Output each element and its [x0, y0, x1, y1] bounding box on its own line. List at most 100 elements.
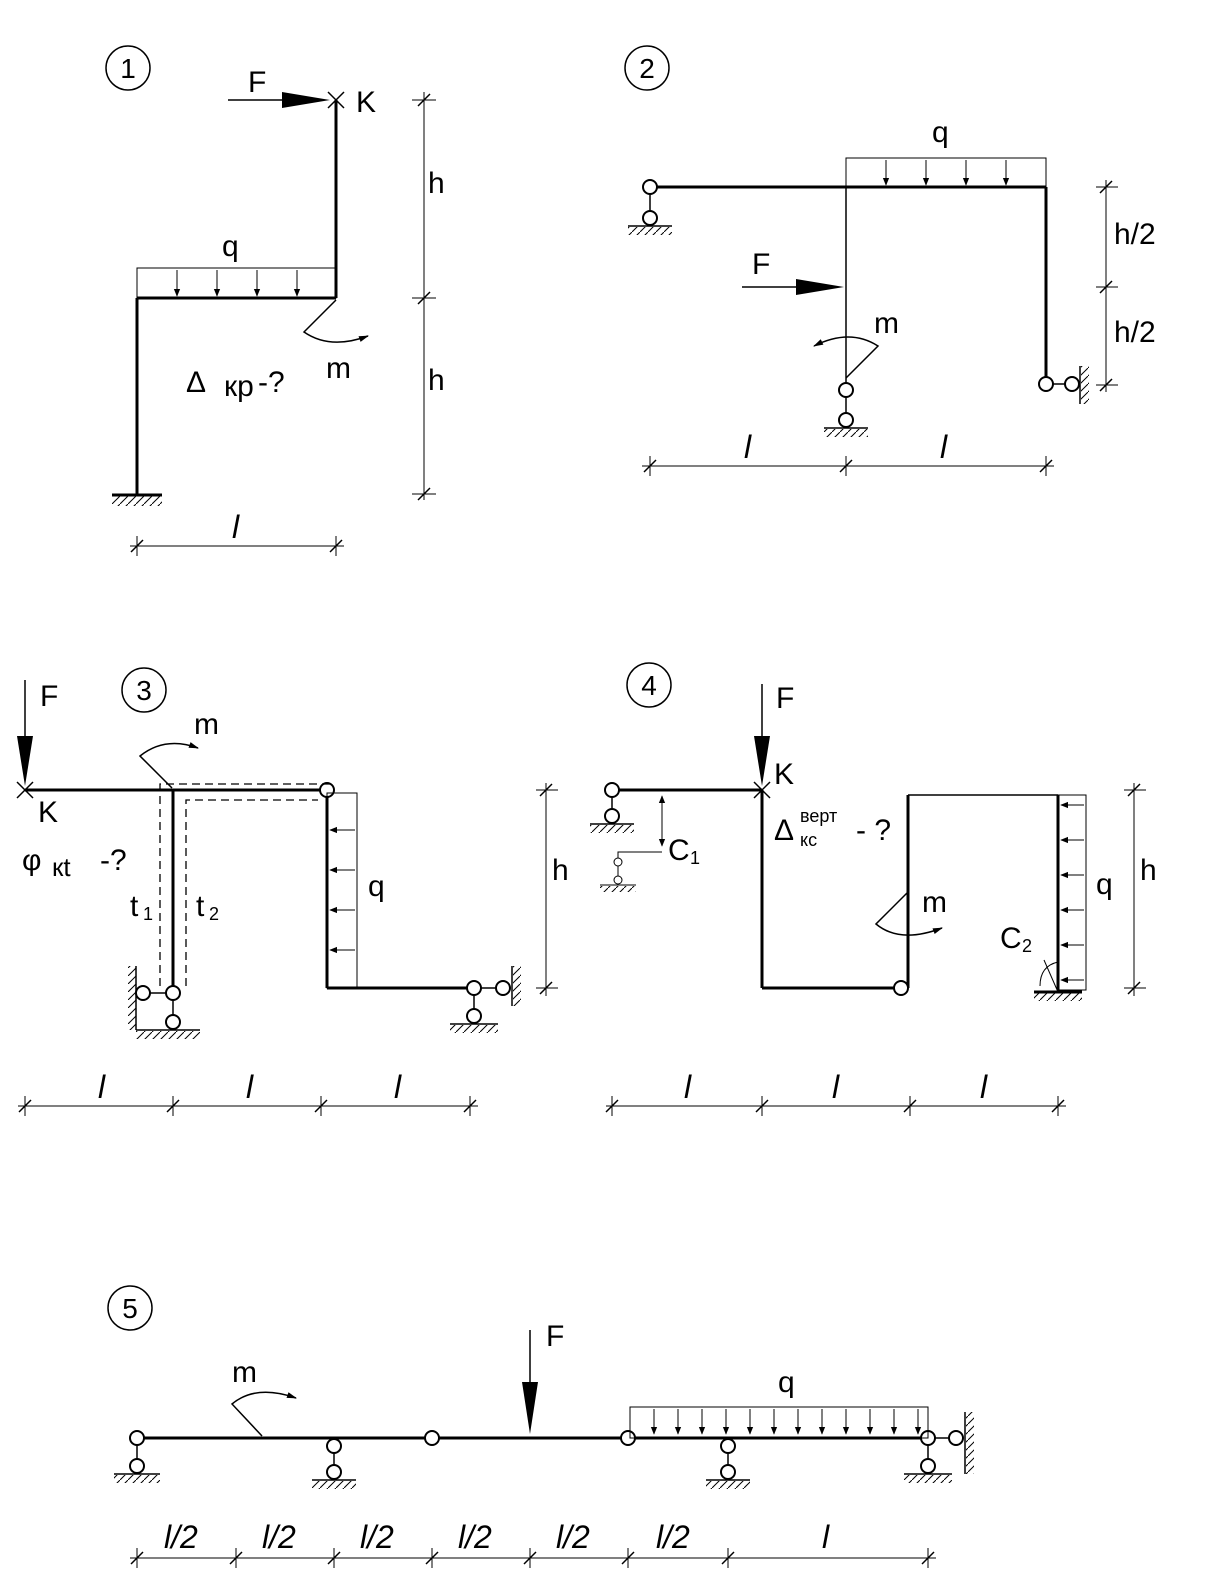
dim-l-3: l — [394, 1069, 402, 1105]
diagram-1: 1 K F — [105, 45, 445, 556]
dim-l-2: l — [832, 1069, 840, 1105]
point-k-label: K — [774, 758, 794, 791]
diagram-number-circle — [107, 1285, 153, 1331]
moment-m-arrow — [874, 891, 943, 936]
dimension-span — [130, 536, 344, 556]
question-superscript: верт — [800, 806, 837, 826]
force-f-arrow — [522, 1330, 538, 1434]
point-k-label: K — [38, 796, 58, 829]
question-tail: -? — [100, 844, 127, 877]
diagram-number: 4 — [641, 670, 657, 701]
dim-span-1: l/2 — [164, 1519, 198, 1555]
distributed-load-q — [136, 267, 337, 299]
force-f-label: F — [40, 680, 58, 713]
load-q-label: q — [368, 870, 385, 903]
temperature-line-inner — [185, 799, 318, 986]
question-tail: - ? — [856, 814, 891, 847]
temp-t2-sub: 2 — [209, 904, 219, 924]
dimension-spans — [605, 1096, 1066, 1116]
temp-t1-sub: 1 — [143, 904, 153, 924]
support-2 — [312, 1438, 356, 1489]
dim-h-half-top: h/2 — [1114, 218, 1156, 251]
dimension-height — [1124, 783, 1146, 996]
left-pin-support — [590, 782, 634, 833]
dim-l-1: l — [684, 1069, 692, 1105]
distributed-load-q — [326, 792, 358, 989]
support-3 — [706, 1438, 750, 1489]
diagram-2: 2 — [624, 45, 1156, 476]
diagram-number: 5 — [122, 1293, 138, 1324]
distributed-load-q — [1057, 794, 1087, 991]
settlement-c1-sub: 1 — [690, 848, 700, 868]
diagram-number-circle — [105, 45, 151, 91]
moment-m-label: m — [874, 307, 899, 340]
dim-l-3: l — [980, 1069, 988, 1105]
dim-l-2: l — [246, 1069, 254, 1105]
force-f-arrow — [754, 684, 770, 786]
load-q-label: q — [222, 230, 239, 263]
question-symbol: Δ — [774, 814, 794, 847]
rotation-c2-sub: 2 — [1022, 936, 1032, 956]
distributed-load-q — [629, 1406, 929, 1439]
moment-m-label: m — [232, 1356, 257, 1389]
diagram-number-circle — [624, 45, 670, 91]
bottom-hinge — [893, 980, 909, 996]
rotation-c2-label: C — [1000, 922, 1022, 955]
temp-t1: t — [130, 890, 139, 923]
dimension-spans — [642, 456, 1054, 476]
question-subscript: кр — [224, 370, 254, 403]
question-subscript: кс — [800, 830, 817, 850]
right-roller-support — [1038, 366, 1089, 404]
diagram-number-circle — [121, 667, 167, 713]
dim-span-6: l/2 — [656, 1519, 690, 1555]
point-k-cross — [753, 781, 771, 799]
temp-t2: t — [196, 890, 205, 923]
dim-h-bottom: h — [428, 364, 445, 397]
dimension-height — [412, 92, 436, 501]
question-symbol: Δ — [186, 366, 206, 399]
fixed-support — [112, 493, 162, 506]
load-q-label: q — [1096, 868, 1113, 901]
dimension-height — [1096, 180, 1118, 392]
moment-m-label: m — [922, 886, 947, 919]
force-f-label: F — [248, 66, 266, 99]
force-f-arrow — [17, 680, 33, 786]
dim-h-top: h — [428, 167, 445, 200]
moment-m-label: m — [326, 352, 351, 385]
right-compound-support — [450, 966, 521, 1033]
diagram-number: 1 — [120, 53, 136, 84]
point-k-label: K — [356, 86, 376, 119]
dimension-height — [536, 783, 558, 996]
point-k-cross — [16, 781, 34, 799]
temperature-line-outer — [159, 783, 333, 986]
diagram-number: 2 — [639, 53, 655, 84]
support-1 — [114, 1430, 160, 1483]
question-symbol: φ — [22, 844, 41, 877]
dim-span-7: l — [822, 1519, 830, 1555]
middle-pin-support — [824, 382, 868, 437]
diagram-number-circle — [626, 662, 672, 708]
left-compound-support — [128, 966, 200, 1039]
moment-m-arrow — [230, 1391, 297, 1437]
dim-l: l — [232, 509, 240, 545]
distributed-load-q — [845, 157, 1047, 188]
dim-l-1: l — [98, 1069, 106, 1105]
dimension-spans — [130, 1548, 936, 1568]
dimension-spans — [18, 1096, 478, 1116]
force-f-label: F — [752, 248, 770, 281]
moment-m-arrow — [138, 742, 199, 789]
force-f-label: F — [776, 682, 794, 715]
question-tail: -? — [258, 366, 285, 399]
dim-span-2: l/2 — [262, 1519, 296, 1555]
settlement-c1-label: C — [668, 834, 690, 867]
load-q-label: q — [778, 1366, 795, 1399]
dim-span-3: l/2 — [360, 1519, 394, 1555]
force-f-arrow — [228, 92, 330, 108]
question-subscript: кt — [52, 852, 71, 882]
dim-h-half-bottom: h/2 — [1114, 316, 1156, 349]
point-k-cross — [327, 91, 345, 109]
intermediate-hinge-1 — [424, 1430, 440, 1446]
dim-span-4: l/2 — [458, 1519, 492, 1555]
moment-m-label: m — [194, 708, 219, 741]
